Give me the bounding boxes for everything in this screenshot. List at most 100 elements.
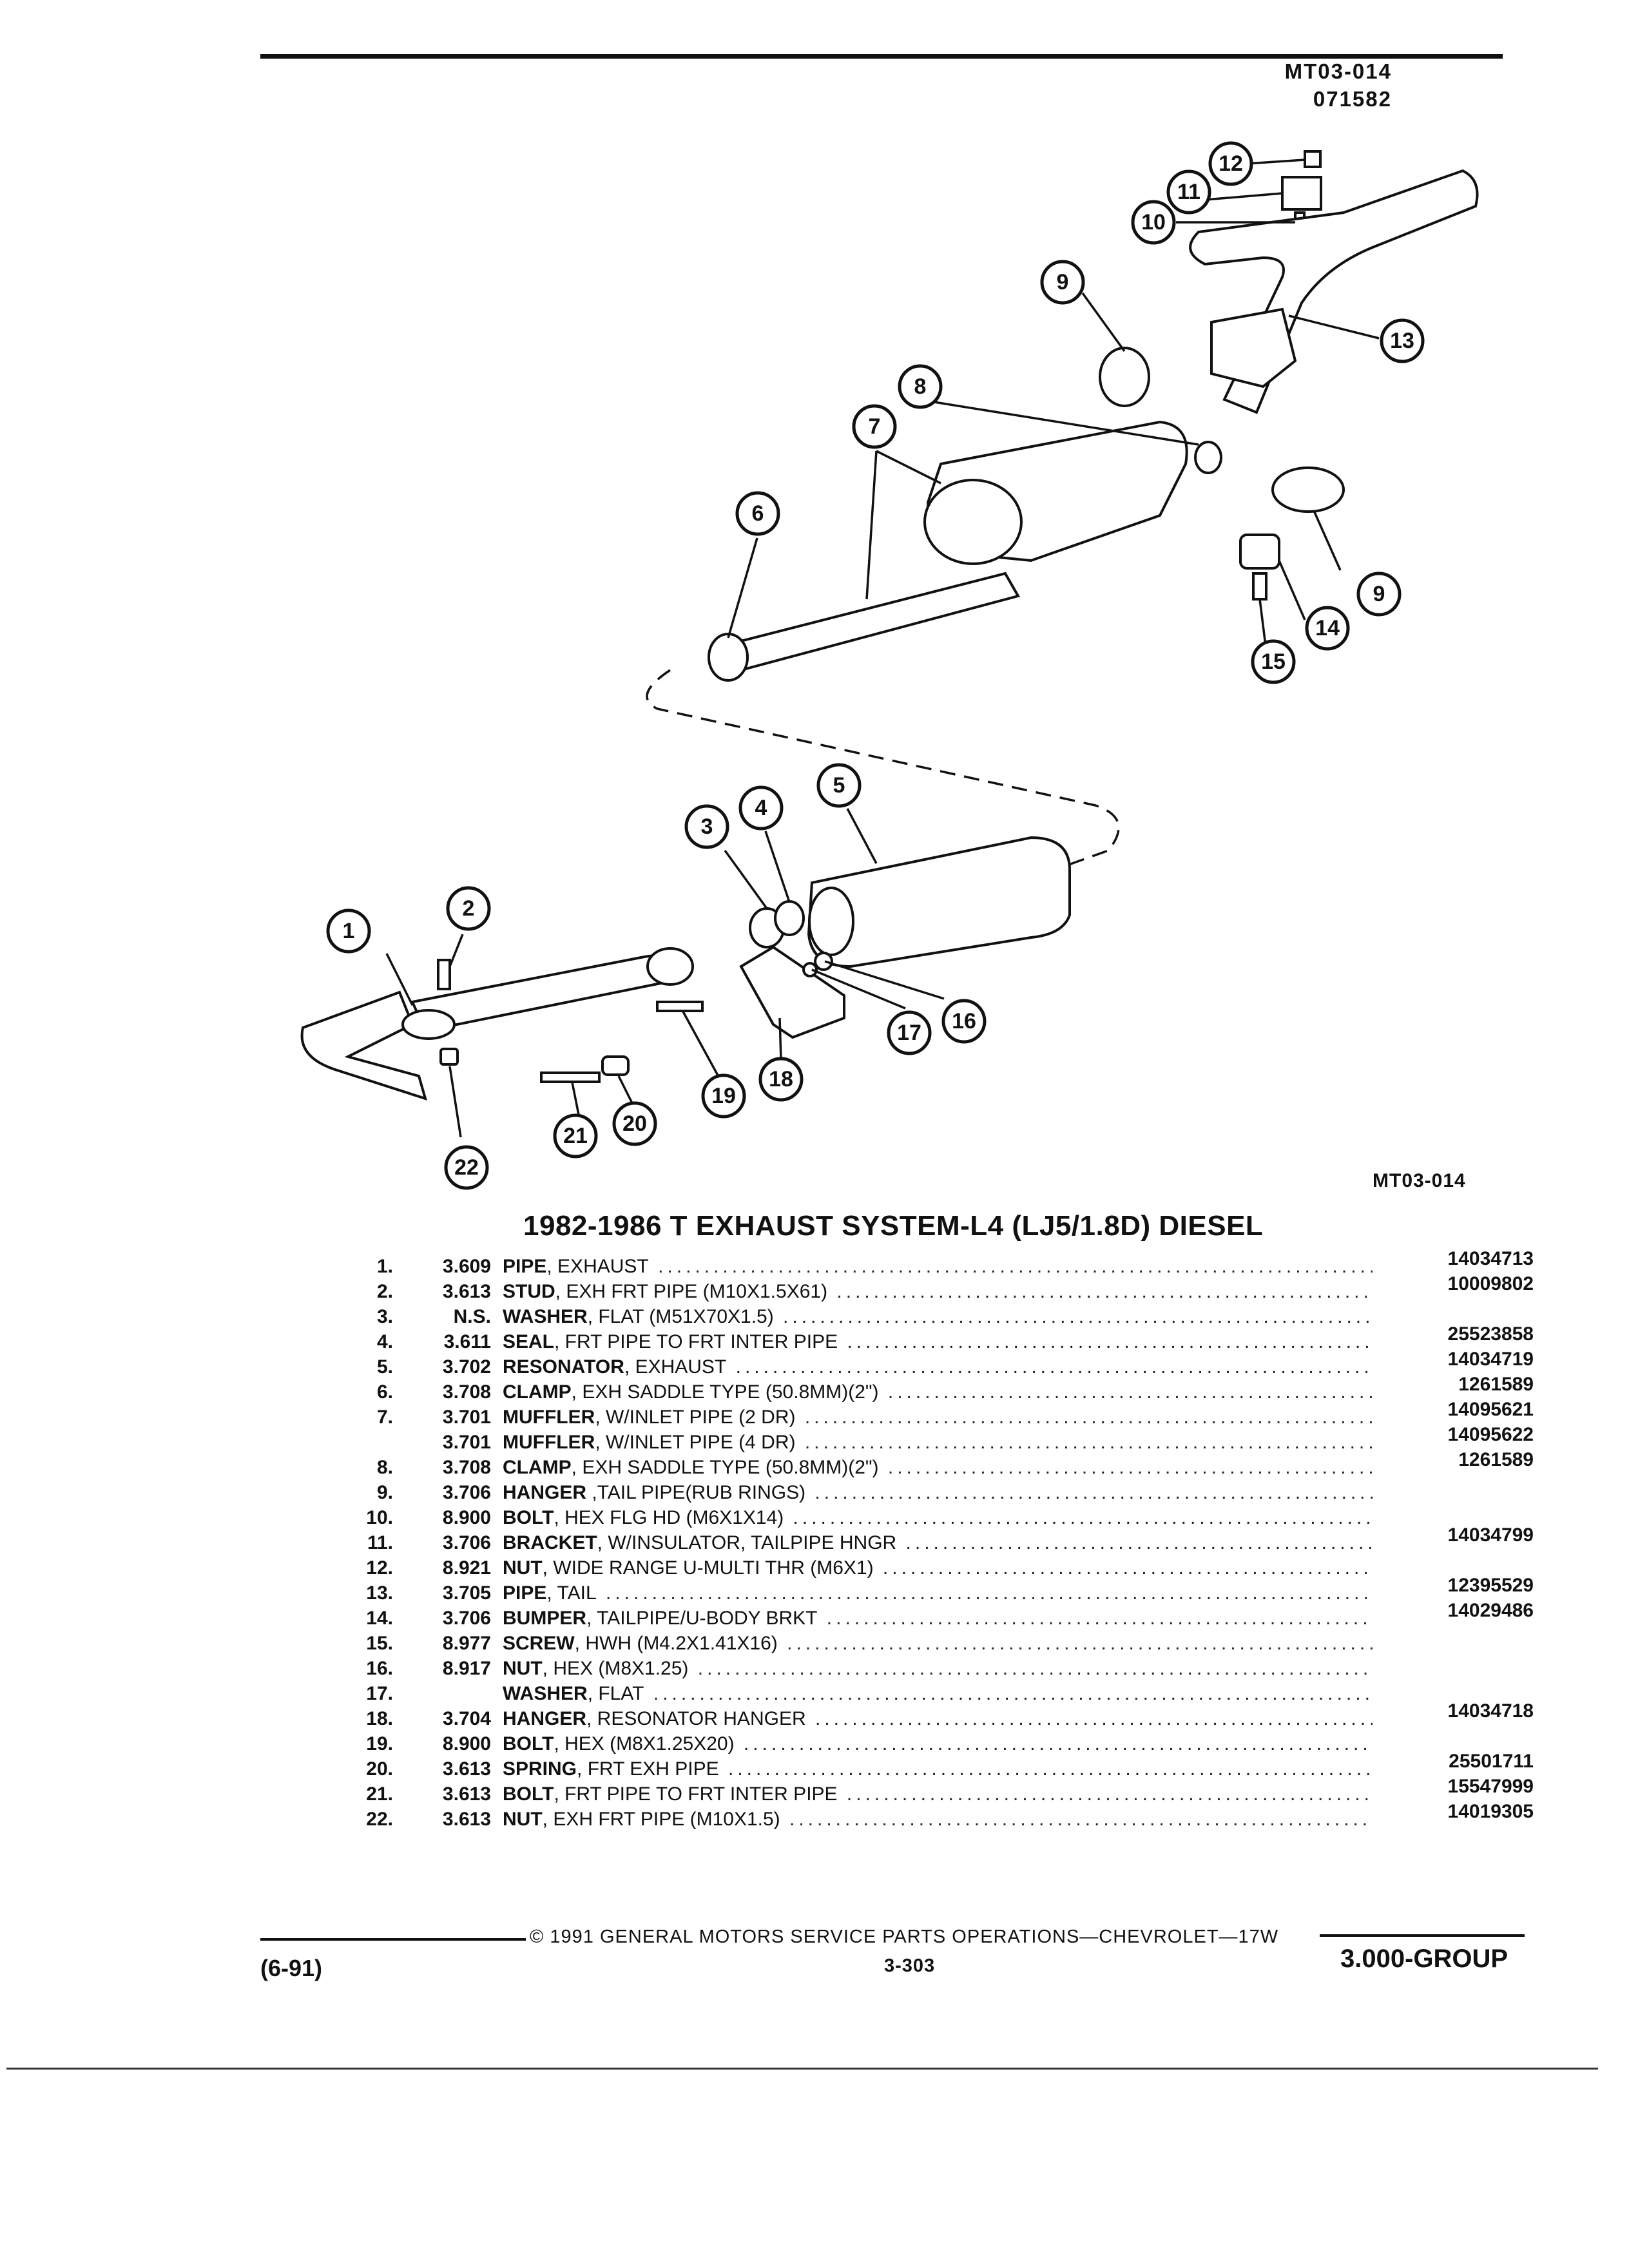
part-description: CLAMP, EXH SADDLE TYPE (50.8MM)(2") ....… <box>503 1379 1373 1405</box>
svg-text:2: 2 <box>463 896 475 921</box>
item-number: 6. <box>376 1381 393 1403</box>
svg-text:4: 4 <box>755 796 767 820</box>
part-spec: , EXH FRT PIPE (M10X1.5) <box>542 1809 780 1830</box>
callout-16: 16 <box>941 999 987 1044</box>
leader-dots: ........................................… <box>826 1608 1373 1629</box>
part-description: RESONATOR, EXHAUST .....................… <box>503 1354 1373 1379</box>
part-name: NUT <box>503 1658 543 1679</box>
item-number: 21. <box>366 1783 393 1805</box>
part-spec: ,TAIL PIPE(RUB RINGS) <box>586 1482 806 1503</box>
svg-text:13: 13 <box>1390 329 1414 353</box>
svg-text:8: 8 <box>914 374 927 399</box>
callout-20: 20 <box>612 1101 657 1146</box>
group-number: 3.609 <box>442 1256 491 1277</box>
item-number: 20. <box>366 1758 393 1780</box>
part-spec: , W/INLET PIPE (4 DR) <box>595 1432 796 1453</box>
callout-14: 14 <box>1305 606 1350 651</box>
part-number: 14034799 <box>1447 1524 1534 1546</box>
item-number: 10. <box>366 1507 393 1528</box>
part-name: BOLT <box>503 1507 554 1528</box>
part-number: 14034713 <box>1447 1248 1534 1269</box>
part-number: 14019305 <box>1447 1801 1534 1822</box>
svg-text:9: 9 <box>1057 270 1069 294</box>
part-spec: , HWH (M4.2X1.41X16) <box>574 1633 778 1654</box>
part-spec: , W/INSULATOR, TAILPIPE HNGR <box>597 1532 897 1553</box>
callout-2: 2 <box>446 886 491 931</box>
leader-dots: ........................................… <box>887 1381 1373 1403</box>
leader-dots: ........................................… <box>882 1557 1373 1579</box>
part-name: BOLT <box>503 1733 554 1754</box>
leader-dots: ........................................… <box>846 1783 1373 1805</box>
part-description: HANGER, RESONATOR HANGER ...............… <box>503 1706 1373 1731</box>
leader-dots: ........................................… <box>847 1331 1373 1352</box>
leader-dots: ........................................… <box>815 1708 1373 1729</box>
part-number: 14029486 <box>1447 1600 1534 1621</box>
part-name: BOLT <box>503 1783 554 1805</box>
item-number: 8. <box>376 1457 393 1478</box>
group-number: 3.701 <box>442 1407 491 1428</box>
part-name: WASHER <box>503 1306 588 1327</box>
group-number: 3.708 <box>442 1381 491 1403</box>
part-spec: , EXH SADDLE TYPE (50.8MM)(2") <box>571 1457 879 1478</box>
bottom-rule <box>6 2068 1598 2070</box>
dashed-connection-line <box>646 669 1120 868</box>
leader-dots: ........................................… <box>743 1733 1373 1754</box>
leader-dots: ........................................… <box>728 1758 1373 1780</box>
top-rule <box>260 54 1503 59</box>
part-description: BOLT, HEX FLG HD (M6X1X14) .............… <box>503 1505 1373 1530</box>
diagram-label: MT03-014 <box>1373 1170 1466 1191</box>
part-name: NUT <box>503 1557 543 1579</box>
part-spec: , FRT PIPE TO FRT INTER PIPE <box>554 1783 838 1805</box>
leader-dots: ........................................… <box>804 1407 1373 1428</box>
part-name: NUT <box>503 1809 543 1830</box>
footer-rule-left <box>260 1938 526 1941</box>
callout-21: 21 <box>553 1113 598 1158</box>
leader-dots: ........................................… <box>658 1256 1373 1277</box>
leader-dots: ........................................… <box>783 1306 1373 1327</box>
callout-13: 13 <box>1380 318 1425 363</box>
callout-4: 4 <box>738 785 784 831</box>
part-description: BUMPER, TAILPIPE/U-BODY BRKT ...........… <box>503 1606 1373 1631</box>
part-name: HANGER <box>503 1482 587 1503</box>
group-number: 3.708 <box>442 1457 491 1478</box>
part-description: WASHER, FLAT ...........................… <box>503 1681 1373 1706</box>
callout-6: 6 <box>735 491 780 536</box>
item-number: 18. <box>366 1708 393 1729</box>
part-description: PIPE, EXHAUST ..........................… <box>503 1254 1373 1279</box>
callout-15: 15 <box>1251 639 1296 684</box>
hanger-ring-part <box>1099 347 1150 407</box>
svg-text:9: 9 <box>1373 582 1385 606</box>
part-description: STUD, EXH FRT PIPE (M10X1.5X61) ........… <box>503 1279 1373 1304</box>
item-number: 9. <box>376 1482 393 1503</box>
copyright-text: © 1991 GENERAL MOTORS SERVICE PARTS OPER… <box>530 1927 1279 1947</box>
part-number: 1261589 <box>1458 1449 1534 1470</box>
part-description: HANGER ,TAIL PIPE(RUB RINGS) ...........… <box>503 1480 1373 1505</box>
part-name: MUFFLER <box>503 1432 595 1453</box>
part-spec: , FLAT <box>587 1683 644 1704</box>
part-description: SEAL, FRT PIPE TO FRT INTER PIPE .......… <box>503 1329 1373 1354</box>
svg-text:12: 12 <box>1219 151 1243 176</box>
part-number: 14034718 <box>1447 1700 1534 1722</box>
bolt-part <box>540 1072 601 1083</box>
group-number: 8.977 <box>442 1633 491 1654</box>
part-number: 14095621 <box>1447 1399 1534 1420</box>
item-number: 19. <box>366 1733 393 1754</box>
page-title: 1982-1986 T EXHAUST SYSTEM-L4 (LJ5/1.8D)… <box>523 1210 1264 1242</box>
screw-part <box>1252 572 1268 601</box>
part-spec: , FRT EXH PIPE <box>577 1758 719 1780</box>
part-number: 15547999 <box>1447 1776 1534 1797</box>
hex-nut-part <box>814 952 833 971</box>
part-spec: , EXH FRT PIPE (M10X1.5X61) <box>555 1281 828 1302</box>
part-spec: , WIDE RANGE U-MULTI THR (M6X1) <box>542 1557 874 1579</box>
leader-dots: ........................................… <box>804 1432 1373 1453</box>
group-number: 3.705 <box>442 1582 491 1604</box>
leader-dots: ........................................… <box>653 1683 1373 1704</box>
